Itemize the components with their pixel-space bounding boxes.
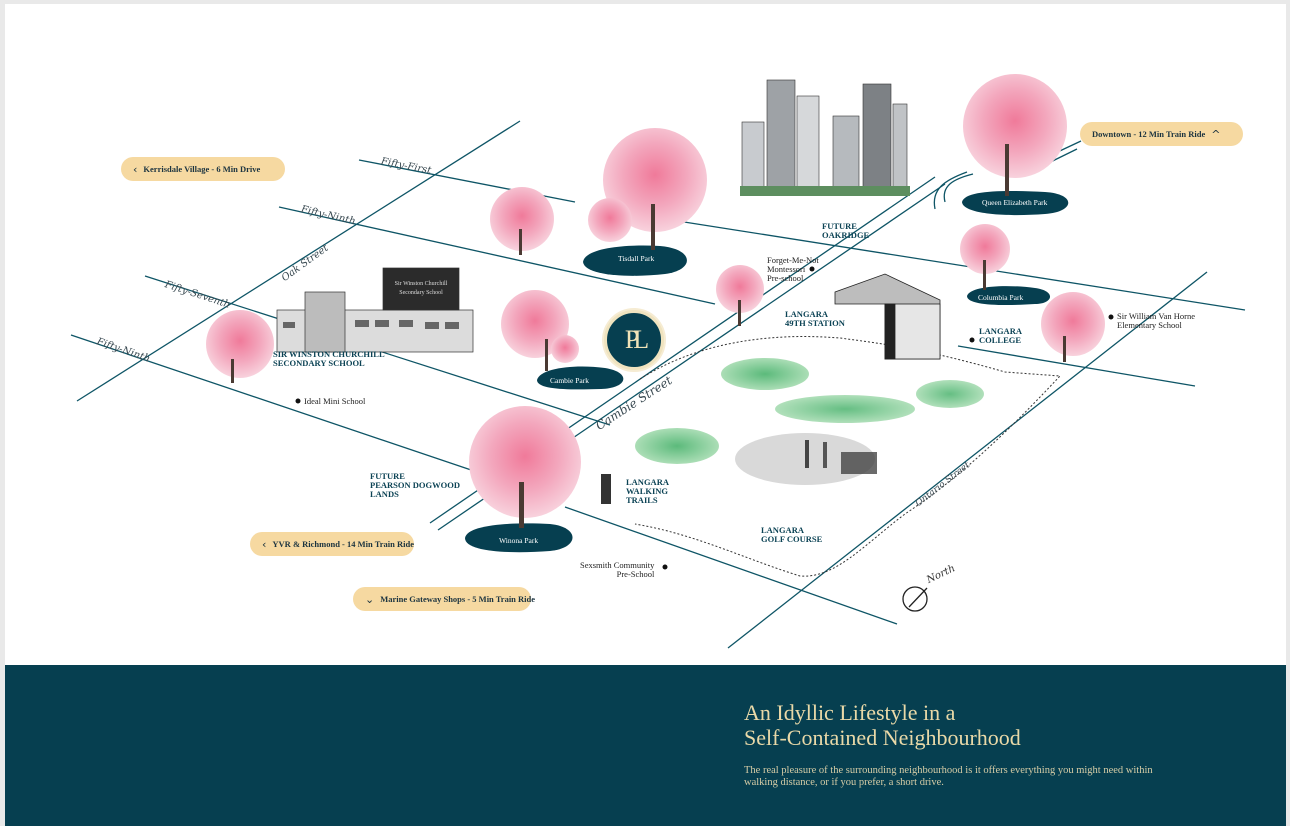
- north-compass-icon: [902, 586, 928, 612]
- park-columbia: Columbia Park: [978, 293, 1024, 302]
- oakridge-towers-illustration: [740, 79, 910, 196]
- footer-heading: An Idyllic Lifestyle in a Self-Contained…: [744, 700, 1021, 750]
- churchill-sign-line-2: Secondary School: [399, 290, 443, 296]
- footer-band: [5, 665, 1286, 826]
- chevron-left-icon: ‹: [262, 537, 267, 551]
- golf-course-illustration: [601, 358, 984, 504]
- footer-paragraph: The real pleasure of the surrounding nei…: [744, 765, 1153, 788]
- park-tisdall: Tisdall Park: [618, 254, 655, 263]
- kerrisdale-label: Kerrisdale Village - 6 Min Drive: [143, 164, 261, 174]
- churchill-school-illustration: Sir Winston Churchill Secondary School: [276, 267, 474, 353]
- cherry-blossom-trees: [206, 74, 1105, 528]
- park-queen-elizabeth: Queen Elizabeth Park: [982, 198, 1048, 207]
- park-cambie: Cambie Park: [550, 376, 589, 385]
- marine-gateway-link[interactable]: ⌄ Marine Gateway Shops - 5 Min Train Rid…: [353, 587, 535, 611]
- chevron-up-icon: ^: [1211, 127, 1221, 141]
- page-frame: Sir Winston Churchill Secondary School: [5, 4, 1286, 826]
- kerrisdale-village-link[interactable]: ‹ Kerrisdale Village - 6 Min Drive: [121, 157, 285, 181]
- ideal-mini-school-label: Ideal Mini School: [304, 396, 366, 406]
- chevron-left-icon: ‹: [133, 162, 138, 176]
- yvr-label: YVR & Richmond - 14 Min Train Ride: [272, 539, 415, 549]
- footer-heading-line-1: An Idyllic Lifestyle in a: [744, 700, 956, 725]
- churchill-sign-line-1: Sir Winston Churchill: [395, 281, 448, 287]
- chevron-down-icon: ⌄: [365, 592, 375, 606]
- pl-logo: PL: [604, 310, 664, 370]
- yvr-richmond-link[interactable]: ‹ YVR & Richmond - 14 Min Train Ride: [250, 532, 414, 556]
- marine-label: Marine Gateway Shops - 5 Min Train Ride: [380, 594, 536, 604]
- park-shapes: [465, 191, 1069, 553]
- downtown-label: Downtown - 12 Min Train Ride: [1092, 129, 1206, 139]
- footer-heading-line-2: Self-Contained Neighbourhood: [744, 725, 1021, 750]
- langara-station-illustration: [834, 273, 941, 360]
- walking-trail-path: [634, 336, 1062, 577]
- park-winona: Winona Park: [499, 536, 539, 545]
- neighbourhood-map: Sir Winston Churchill Secondary School: [5, 4, 1286, 665]
- map-artwork: Sir Winston Churchill Secondary School: [70, 74, 1246, 649]
- downtown-link[interactable]: Downtown - 12 Min Train Ride ^: [1080, 122, 1243, 146]
